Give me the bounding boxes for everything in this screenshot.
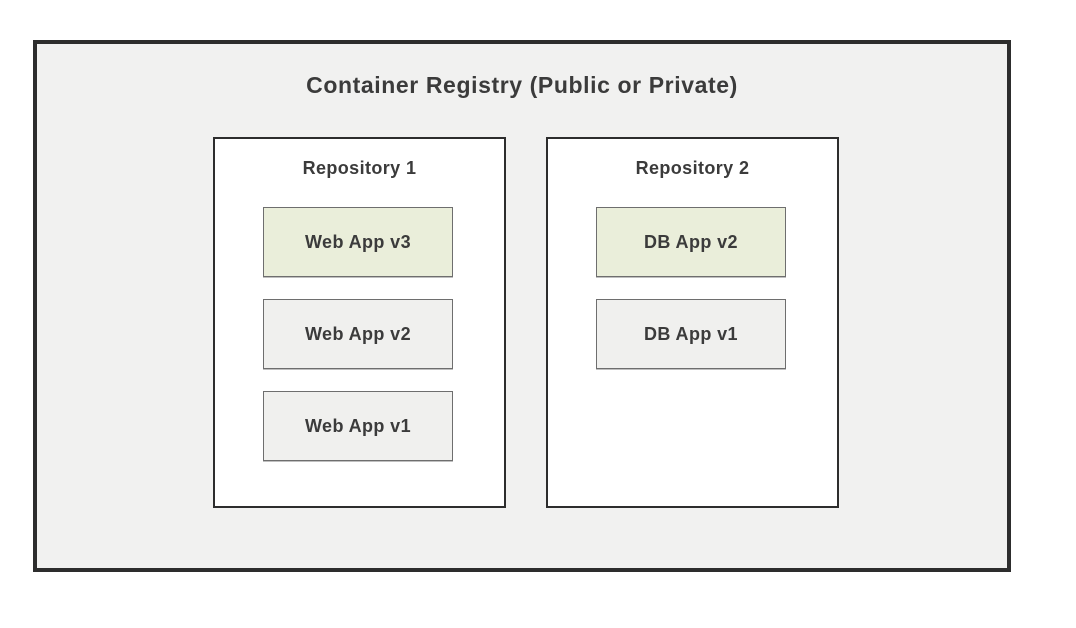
container-registry-box: Container Registry (Public or Private) R…: [33, 40, 1011, 572]
repository-1-title: Repository 1: [302, 158, 417, 178]
repository-1-box: Repository 1 Web App v3 Web App v2 Web A…: [213, 137, 506, 508]
image-box-db-app-v2: DB App v2: [596, 207, 786, 277]
repository-2-title: Repository 2: [635, 158, 750, 178]
image-box-web-app-v1: Web App v1: [263, 391, 453, 461]
image-box-web-app-v2: Web App v2: [263, 299, 453, 369]
image-box-web-app-v3: Web App v3: [263, 207, 453, 277]
container-registry-title: Container Registry (Public or Private): [306, 72, 738, 98]
repository-2-box: Repository 2 DB App v2 DB App v1: [546, 137, 839, 508]
image-box-db-app-v1: DB App v1: [596, 299, 786, 369]
